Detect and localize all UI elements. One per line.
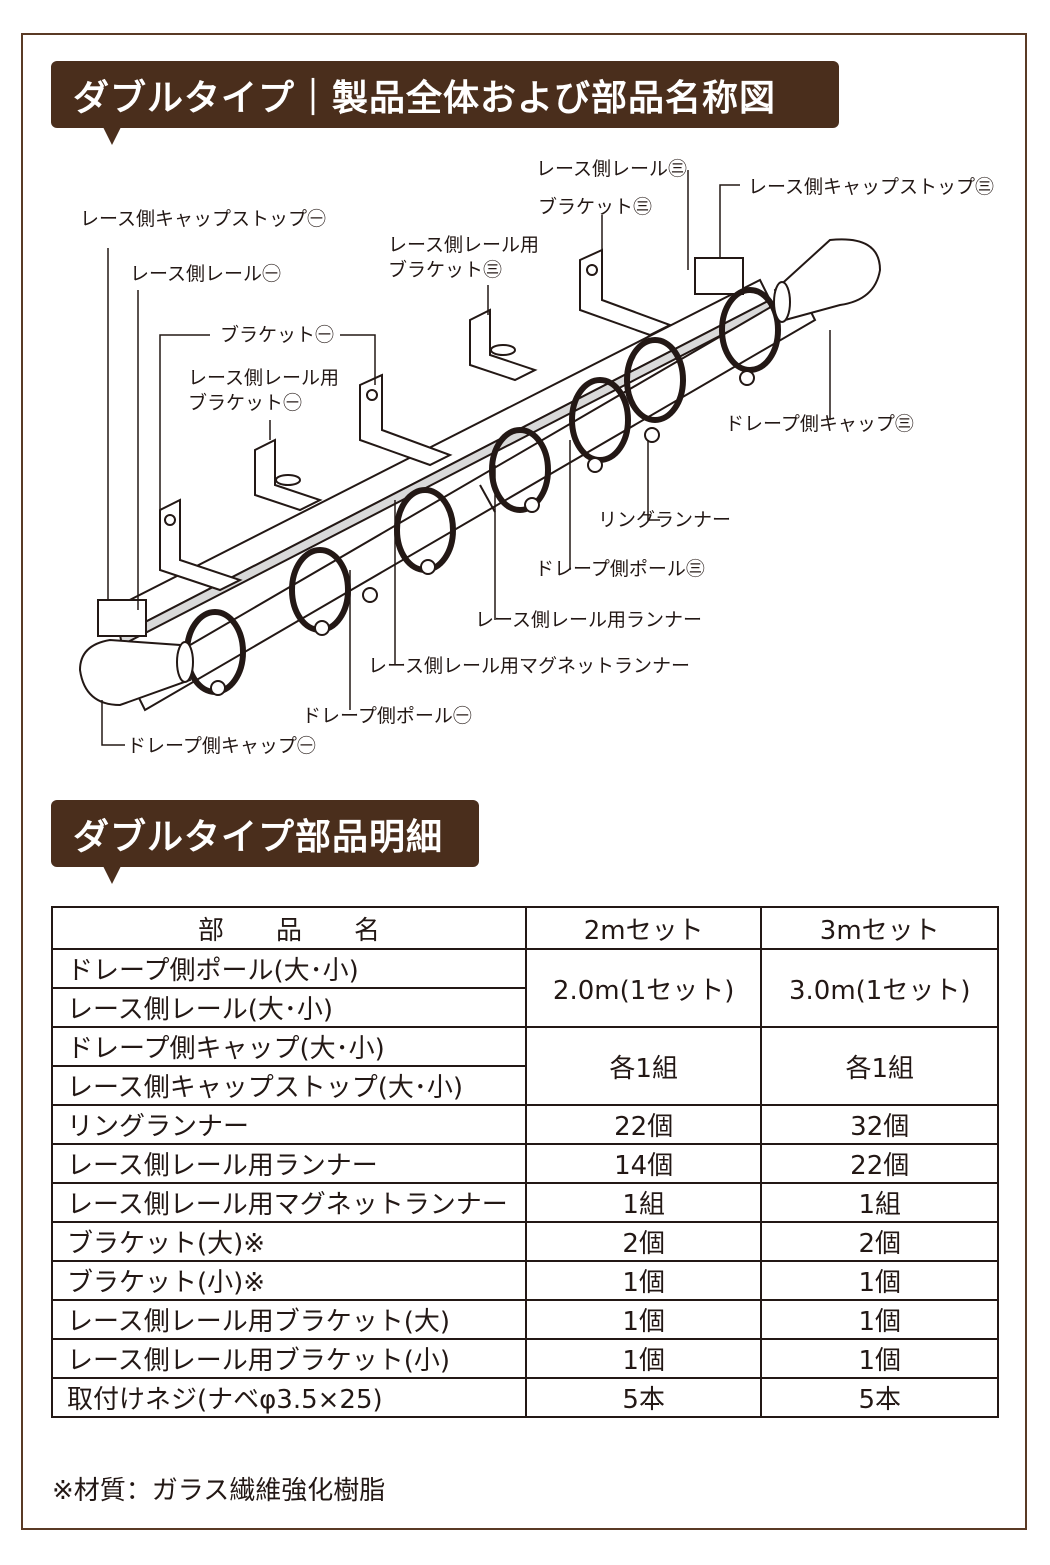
qty-2m: 5本	[524, 1377, 763, 1418]
qty-3m: 2個	[760, 1221, 999, 1262]
part-name: ドレープ側ポール(大･小)	[51, 948, 527, 989]
label-lace-rail-runner: レース側レール用ランナー	[475, 609, 703, 631]
qty-2m: 2個	[524, 1221, 763, 1262]
section-heading-parts-text: ダブルタイプ部品明細	[73, 816, 444, 858]
drape-pole-shape	[128, 288, 817, 712]
section-heading-overview: ダブルタイプ｜製品全体および部品名称図	[51, 61, 839, 145]
label-lace-cap-stop-small: レース側キャップストップ㊂	[748, 176, 995, 198]
part-name: 取付けネジ(ナベφ3.5×25)	[51, 1377, 527, 1418]
label-lace-rail-large: レース側レール㊀	[130, 263, 282, 285]
table-row: ブラケット(大)※ 2個 2個	[51, 1221, 999, 1262]
label-lace-rail-magnet-runner: レース側レール用マグネットランナー	[368, 655, 691, 677]
part-name: リングランナー	[51, 1104, 527, 1145]
qty-2m: 1個	[524, 1260, 763, 1301]
product-diagram	[78, 170, 882, 746]
part-name: レース側レール(大･小)	[51, 987, 527, 1028]
section-heading-overview-text: ダブルタイプ｜製品全体および部品名称図	[73, 77, 777, 119]
lace-rail-bracket-large-shape	[254, 438, 323, 512]
label-drape-cap-small: ドレープ側キャップ㊂	[725, 413, 914, 435]
material-note: ※材質：ガラス繊維強化樹脂	[52, 1476, 386, 1506]
label-ring-runner: リングランナー	[598, 509, 732, 531]
header-3m-set: 3mセット	[760, 906, 999, 950]
qty-3m: 22個	[760, 1143, 999, 1184]
qty-3m: 3.0m(1セット)	[760, 948, 999, 1028]
lace-cap-stop-small-shape	[694, 257, 744, 295]
table-row: レース側キャップストップ(大･小)	[51, 1065, 998, 1106]
table-row: 取付けネジ(ナベφ3.5×25) 5本 5本	[51, 1377, 999, 1418]
qty-3m: 32個	[760, 1104, 999, 1145]
part-name: レース側キャップストップ(大･小)	[51, 1065, 527, 1106]
parts-table: 部 品 名 2mセット 3mセット ドレープ側ポール(大･小) 2.0m(1セッ…	[51, 906, 999, 1418]
part-name: ブラケット(大)※	[51, 1221, 527, 1262]
label-lace-rail-bracket-small-line2: ブラケット㊂	[388, 259, 503, 281]
label-drape-cap-large: ドレープ側キャップ㊀	[127, 735, 316, 757]
table-row: ブラケット(小)※ 1個 1個	[51, 1260, 999, 1301]
bracket-large-shape	[159, 498, 243, 592]
label-drape-pole-small: ドレープ側ポール㊂	[535, 558, 705, 580]
heading-pointer	[103, 127, 121, 145]
part-name: レース側レール用ブラケット(小)	[51, 1338, 527, 1379]
bracket-small-shape	[579, 248, 673, 337]
header-2m-set: 2mセット	[524, 906, 763, 950]
table-row: レース側レール用ランナー 14個 22個	[51, 1143, 999, 1184]
label-lace-rail-bracket-large: レース側レール用 ブラケット㊀	[188, 366, 339, 416]
qty-3m: 5本	[760, 1377, 999, 1418]
qty-2m: 2.0m(1セット)	[524, 948, 763, 1028]
label-drape-pole-large: ドレープ側ポール㊀	[302, 705, 472, 727]
qty-2m: 1組	[524, 1182, 763, 1223]
part-name: レース側レール用マグネットランナー	[51, 1182, 527, 1223]
section-heading-parts: ダブルタイプ部品明細	[51, 800, 479, 884]
label-lace-rail-bracket-large-line2: ブラケット㊀	[188, 392, 303, 414]
part-name: レース側レール用ブラケット(大)	[51, 1299, 527, 1340]
table-row: レース側レール(大･小)	[51, 987, 998, 1028]
label-lace-cap-stop-large: レース側キャップストップ㊀	[80, 208, 327, 230]
lace-rail-bracket-small-shape	[469, 308, 538, 382]
label-lace-rail-small: レース側レール㊂	[536, 158, 688, 180]
header-part-name: 部 品 名	[51, 906, 527, 950]
table-row: ドレープ側キャップ(大･小) 各1組 各1組	[51, 1026, 999, 1106]
qty-2m: 1個	[524, 1338, 763, 1379]
part-name: レース側レール用ランナー	[51, 1143, 527, 1184]
qty-2m: 14個	[524, 1143, 763, 1184]
label-bracket-small: ブラケット㊂	[538, 196, 653, 218]
table-header-row: 部 品 名 2mセット 3mセット	[51, 906, 999, 950]
qty-2m: 22個	[524, 1104, 763, 1145]
qty-2m: 各1組	[524, 1026, 763, 1106]
qty-3m: 1個	[760, 1338, 999, 1379]
table-row: リングランナー 22個 32個	[51, 1104, 999, 1145]
label-lace-rail-bracket-large-line1: レース側レール用	[188, 367, 340, 389]
lace-cap-stop-large-shape	[97, 599, 147, 637]
bracket-large-shape-2	[359, 373, 453, 467]
drape-cap-small-shape	[773, 238, 882, 322]
part-name: ドレープ側キャップ(大･小)	[51, 1026, 527, 1067]
table-row: レース側レール用マグネットランナー 1組 1組	[51, 1182, 999, 1223]
qty-2m: 1個	[524, 1299, 763, 1340]
page-frame	[21, 33, 1027, 1530]
qty-3m: 1組	[760, 1182, 999, 1223]
qty-3m: 1個	[760, 1299, 999, 1340]
qty-3m: 各1組	[760, 1026, 999, 1106]
part-name: ブラケット(小)※	[51, 1260, 527, 1301]
table-row: レース側レール用ブラケット(小) 1個 1個	[51, 1338, 999, 1379]
label-bracket-large: ブラケット㊀	[220, 324, 335, 346]
table-row: ドレープ側ポール(大･小) 2.0m(1セット) 3.0m(1セット)	[51, 948, 999, 1028]
drape-cap-large-shape	[78, 638, 192, 707]
qty-3m: 1個	[760, 1260, 999, 1301]
label-lace-rail-bracket-small: レース側レール用 ブラケット㊂	[388, 233, 539, 283]
heading-pointer	[103, 866, 121, 884]
label-lace-rail-bracket-small-line1: レース側レール用	[388, 234, 540, 256]
table-row: レース側レール用ブラケット(大) 1個 1個	[51, 1299, 999, 1340]
